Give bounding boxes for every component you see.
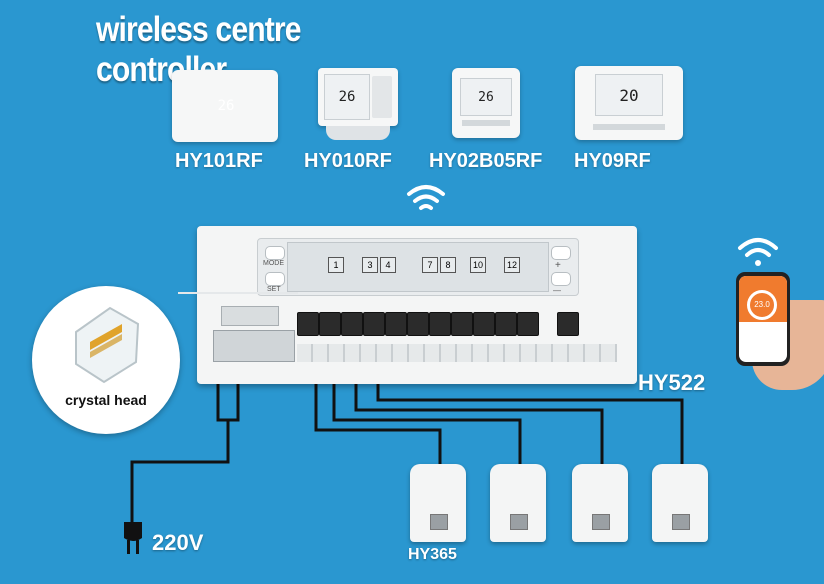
- rj-port[interactable]: [495, 312, 517, 336]
- hub-small-display: [221, 306, 279, 326]
- actuator-window: [592, 514, 610, 530]
- actuator: [572, 464, 628, 542]
- thermostat-hy101rf: 26: [172, 70, 278, 142]
- zone-number: 10: [470, 257, 486, 273]
- rj-port[interactable]: [517, 312, 539, 336]
- rj11-connector-icon: [75, 306, 140, 384]
- rj-port[interactable]: [451, 312, 473, 336]
- actuator-window: [430, 514, 448, 530]
- actuator-model-label: HY365: [408, 546, 457, 563]
- rj-port[interactable]: [385, 312, 407, 336]
- phone-temp: 23.0: [754, 300, 770, 309]
- set-button[interactable]: [265, 272, 285, 286]
- zone-number: 1: [328, 257, 344, 273]
- connector-label: crystal head: [65, 392, 147, 408]
- model-label: HY010RF: [304, 150, 392, 172]
- zone-number: 3: [362, 257, 378, 273]
- power-plug-icon: [124, 522, 142, 554]
- thermostat-buttons: [372, 76, 392, 118]
- smartphone: 23.0: [736, 272, 790, 366]
- connector-callout: crystal head: [32, 286, 180, 434]
- rj-port[interactable]: [429, 312, 451, 336]
- actuator: [410, 464, 466, 542]
- rj-port[interactable]: [363, 312, 385, 336]
- actuator-window: [672, 514, 690, 530]
- actuator-window: [510, 514, 528, 530]
- thermostat-temp: 26: [217, 98, 235, 114]
- rj-port[interactable]: [297, 312, 319, 336]
- mode-label: MODE: [263, 260, 284, 267]
- model-label: HY09RF: [574, 150, 651, 172]
- thermostat-temp: 20: [619, 85, 639, 105]
- model-label: HY02B05RF: [429, 150, 543, 172]
- zone-number: 7: [422, 257, 438, 273]
- mode-button[interactable]: [265, 246, 285, 260]
- rj-port[interactable]: [557, 312, 579, 336]
- actuator: [490, 464, 546, 542]
- page-title: wireless centre controller: [96, 10, 301, 89]
- set-label: SET: [267, 286, 281, 293]
- thermostat-temp: 26: [478, 89, 494, 105]
- callout-line: [178, 292, 298, 294]
- rj-port[interactable]: [319, 312, 341, 336]
- rj-port[interactable]: [407, 312, 429, 336]
- thermostat-buttons: [593, 124, 665, 130]
- thermostat-hy02b05rf: 26: [452, 68, 520, 138]
- thermostat-hy010rf: 26: [316, 68, 402, 148]
- zone-number: 4: [380, 257, 396, 273]
- thermostat-screen: 26: [324, 74, 370, 120]
- minus-button[interactable]: [551, 272, 571, 286]
- power-label: 220V: [152, 530, 204, 555]
- actuator: [652, 464, 708, 542]
- thermostat-screen: 20: [595, 74, 663, 116]
- phone-wifi-icon: [738, 238, 778, 266]
- phone-screen: 23.0: [739, 276, 787, 362]
- plus-button[interactable]: [551, 246, 571, 260]
- thermostat-hy09rf: 20: [575, 66, 683, 140]
- model-label: HY101RF: [175, 150, 263, 172]
- zone-number: 12: [504, 257, 520, 273]
- hub-model-label: HY522: [638, 370, 706, 395]
- wifi-icon: [407, 185, 445, 210]
- thermostat-screen: 26: [460, 78, 512, 116]
- thermostat-stand: [326, 126, 390, 140]
- plus-label: +: [555, 260, 561, 271]
- thermostat-buttons: [462, 120, 510, 126]
- minus-label: —: [553, 286, 561, 295]
- rj-port[interactable]: [473, 312, 495, 336]
- zone-number: 8: [440, 257, 456, 273]
- rj-port[interactable]: [341, 312, 363, 336]
- temp-dial: [747, 290, 777, 320]
- thermostat-temp: 26: [338, 89, 356, 105]
- cable-clips: [297, 344, 617, 362]
- terminal-block: [213, 330, 295, 362]
